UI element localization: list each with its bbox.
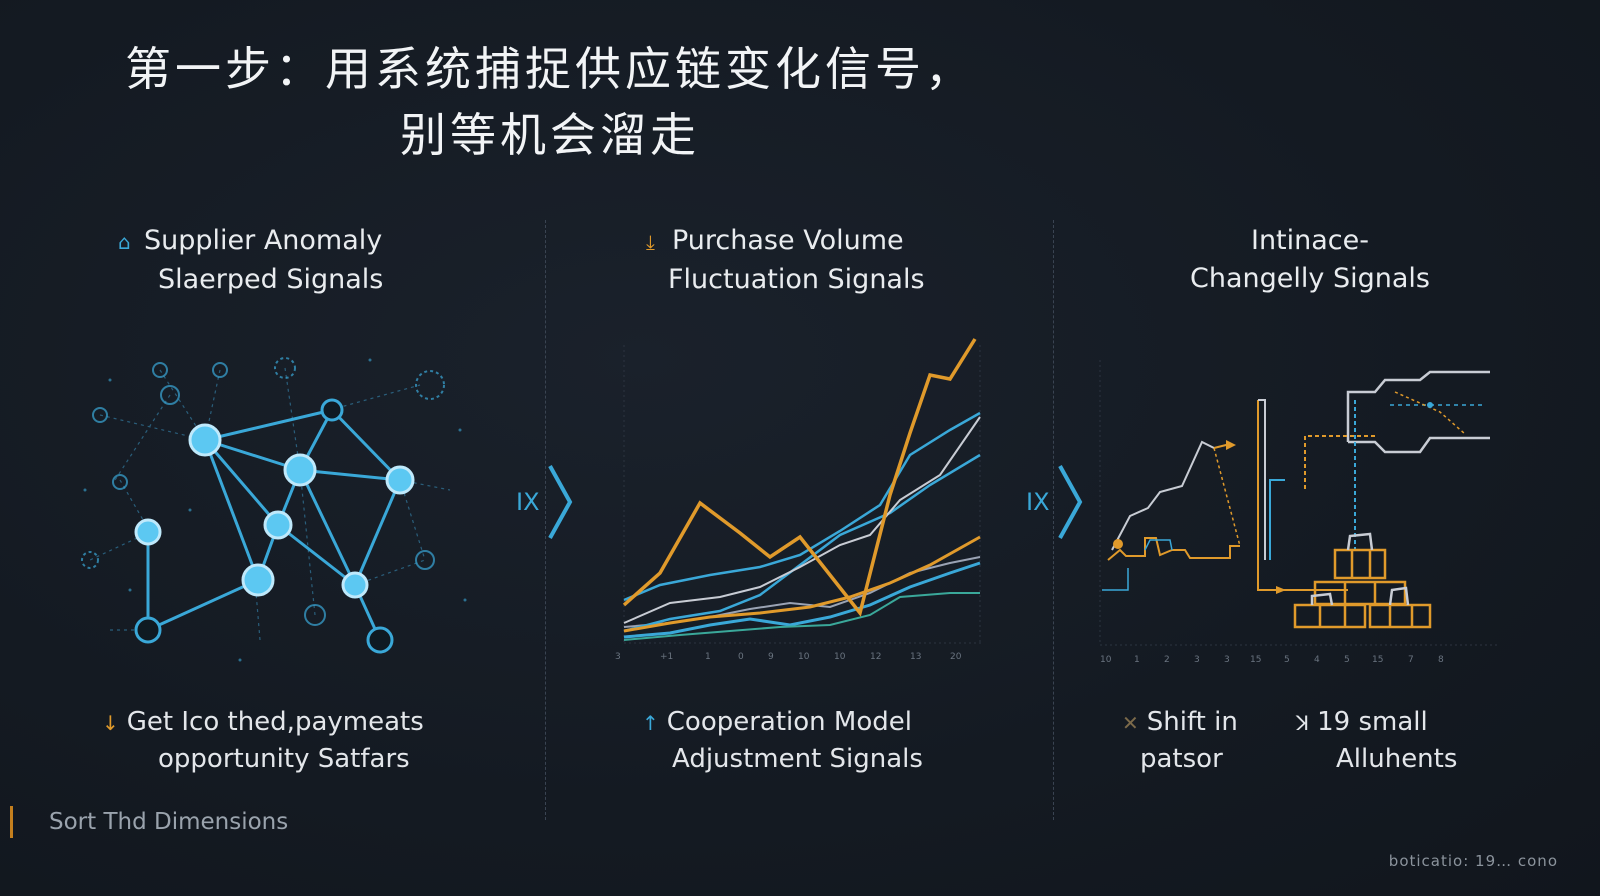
x-tick: 15 [1372,655,1383,665]
x-tick: 3 [1224,655,1230,665]
x-tick: 10 [798,652,810,662]
x-tick: 15 [1250,655,1261,665]
x-tick: 3 [1194,655,1200,665]
dimensions-label: Sort Thd Dimensions [10,806,288,838]
x-tick: 10 [834,652,846,662]
panel-3-footer-a: ✕Shift in patsor [1122,707,1238,774]
panel-1-heading: ⌂Supplier Anomaly Slaerped Signals [118,222,383,299]
supplier-network-graph [81,357,467,662]
panel-divider [545,220,546,820]
trend-up-icon: ⌂ [118,229,131,254]
x-tick: 12 [870,652,881,662]
purchase-volume-chart: 3 +1 1 0 9 10 10 12 13 20 [615,338,982,662]
panel-1-footer: ↓Get Ico thed,paymeats opportunity Satfa… [102,707,424,774]
x-tick: 9 [768,652,774,662]
x-tick: 4 [1314,655,1320,665]
page-title: 第一步：用系统捕捉供应链变化信号， 别等机会溜走 [0,36,1100,168]
x-tick: 20 [950,652,962,662]
connector-chevron: IX [516,462,576,546]
title-line-2: 别等机会溜走 [400,108,700,162]
x-tick: 5 [1284,655,1290,665]
x-tick: 1 [705,652,711,662]
channel-change-diagram: 10 1 2 3 3 15 5 4 5 15 7 8 [1099,360,1500,665]
panel-2-footer: ↑Cooperation Model Adjustment Signals [642,707,923,774]
panel-3-heading: Intinace- Changelly Signals [1190,225,1430,294]
x-tick: 5 [1344,655,1350,665]
connector-chevron: IX [1026,462,1086,546]
arrow-up-icon: ↑ [642,711,659,735]
svg-text:IX: IX [1026,488,1050,516]
x-tick: 3 [615,652,621,662]
x-tick: 0 [738,652,744,662]
x-tick: 2 [1164,655,1170,665]
x-tick: 10 [1100,655,1112,665]
svg-text:IX: IX [516,488,540,516]
panel-divider [1053,220,1054,820]
arrow-down-icon: ↓ [102,711,119,735]
source-credit: boticatio: 19… cono [1388,852,1558,870]
title-line-1: 第一步：用系统捕捉供应链变化信号， [125,42,975,96]
x-tick: 8 [1438,655,1444,665]
x-tick: 13 [910,652,921,662]
x-tick: +1 [660,652,673,662]
arrow-down-icon: ⤓ [646,229,655,254]
x-icon: ✕ [1122,711,1139,735]
x-tick: 7 [1408,655,1414,665]
panel-2-heading: ⤓Purchase Volume Fluctuation Signals [646,222,925,299]
k-icon: ꓘ [1296,711,1310,735]
x-tick: 1 [1134,655,1140,665]
